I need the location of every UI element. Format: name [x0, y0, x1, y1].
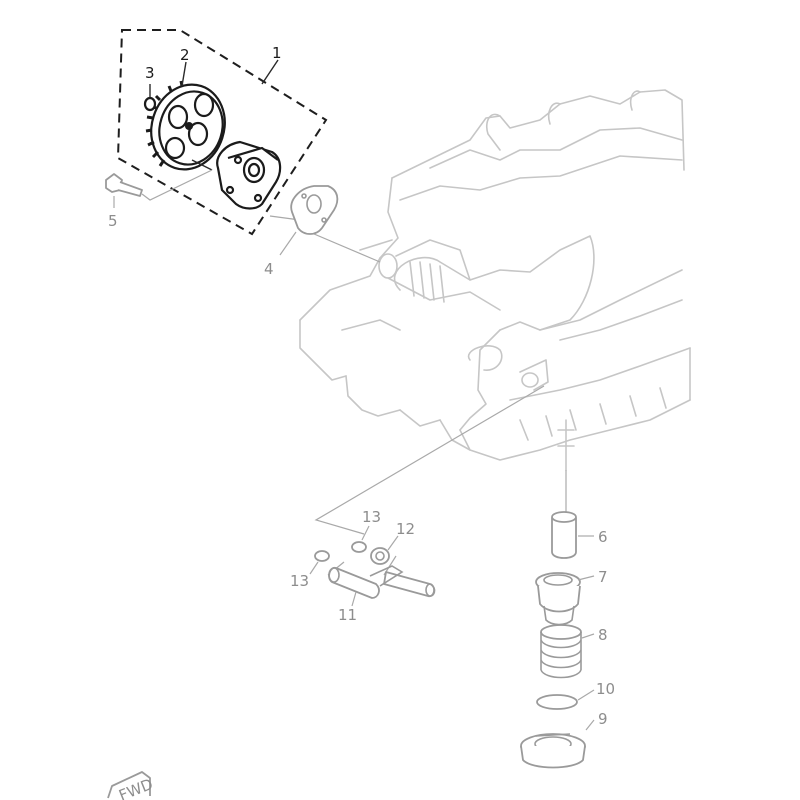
- assembly-group-box: [116, 29, 328, 236]
- callout-5: 5: [108, 212, 118, 230]
- oil-pump-gear: [145, 80, 226, 171]
- strainer-spring: [540, 624, 582, 679]
- oil-pump-housing: [191, 140, 282, 210]
- callout-10: 10: [596, 680, 615, 698]
- small-o-ring-a: [351, 541, 367, 553]
- callout-3: 3: [145, 64, 155, 82]
- callout-6: 6: [598, 528, 608, 546]
- callout-1: 1: [272, 44, 282, 62]
- engine-crankcase-outline: [299, 89, 691, 471]
- oil-delivery-pipe: [328, 565, 436, 599]
- callout-9: 9: [598, 710, 608, 728]
- callout-13-upper: 13: [362, 508, 381, 526]
- strainer-pipe: [551, 511, 577, 559]
- small-o-ring-b: [314, 550, 330, 562]
- callout-12: 12: [396, 520, 415, 538]
- pump-gasket: [290, 185, 339, 235]
- strainer-fitting: [535, 572, 581, 626]
- callout-7: 7: [598, 568, 608, 586]
- o-ring: [536, 694, 578, 710]
- callout-leaders: [113, 59, 595, 731]
- circlip: [143, 84, 157, 112]
- callout-13-lower: 13: [290, 572, 309, 590]
- drain-plug: [520, 733, 586, 769]
- copper-washer: [370, 547, 390, 565]
- callout-4: 4: [264, 260, 274, 278]
- callout-2: 2: [180, 46, 190, 64]
- mounting-bolt: [105, 169, 213, 201]
- callout-8: 8: [598, 626, 608, 644]
- callout-11: 11: [338, 606, 357, 624]
- forward-direction-mark: FWD: [107, 771, 155, 800]
- leader-lines-light: [269, 215, 567, 576]
